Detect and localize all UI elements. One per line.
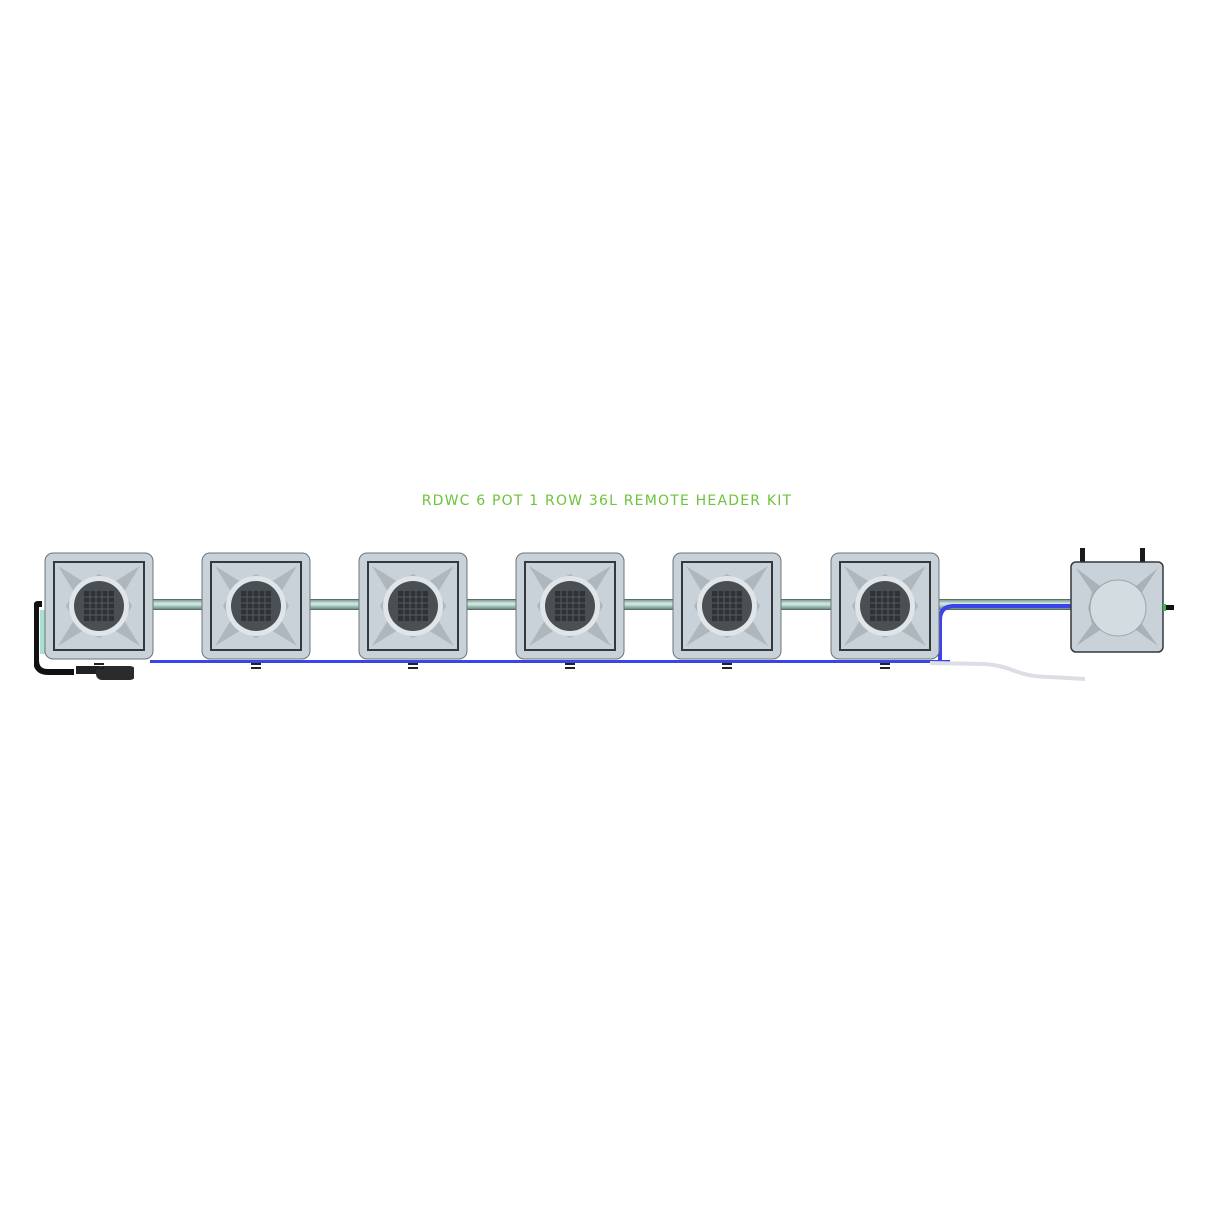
pot-6[interactable] <box>830 552 940 660</box>
pot-1[interactable] <box>44 552 154 660</box>
pot-3-foot <box>408 663 418 669</box>
pot-4-foot <box>565 663 575 669</box>
return-line-riser <box>938 604 1076 662</box>
kit-title: RDWC 6 POT 1 ROW 36L REMOTE HEADER KIT <box>421 493 793 509</box>
pot-5-foot <box>722 663 732 669</box>
drain-tube <box>930 661 1086 681</box>
header-tank-icon <box>1070 548 1174 653</box>
left-fittings <box>34 601 134 680</box>
pot-icon <box>672 552 782 660</box>
pot-icon <box>201 552 311 660</box>
pot-icon <box>44 552 154 660</box>
pot-2-foot <box>251 663 261 669</box>
pot-6-foot <box>880 663 890 669</box>
pot-1-foot <box>94 663 104 669</box>
remote-header-tank[interactable] <box>1068 548 1178 658</box>
pot-3[interactable] <box>358 552 468 660</box>
pot-icon <box>830 552 940 660</box>
pot-icon <box>515 552 625 660</box>
pot-5[interactable] <box>672 552 782 660</box>
return-line <box>150 660 950 663</box>
pot-icon <box>358 552 468 660</box>
pot-2[interactable] <box>201 552 311 660</box>
pot-4[interactable] <box>515 552 625 660</box>
